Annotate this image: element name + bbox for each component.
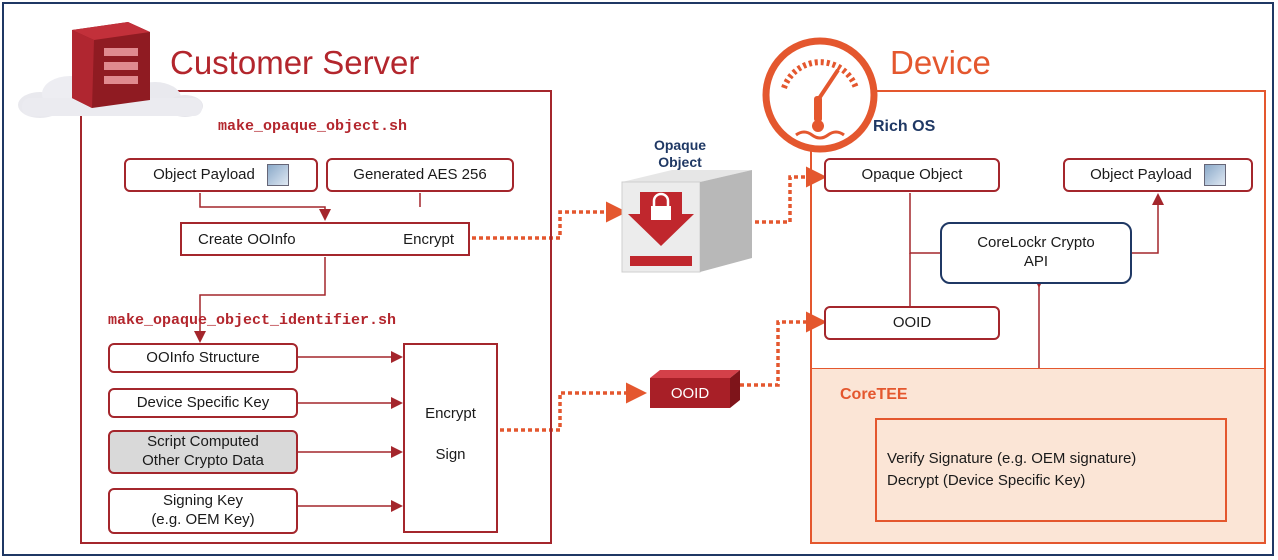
device-payload-icon — [1203, 164, 1226, 186]
server-title: Customer Server — [170, 44, 420, 81]
script-computed-line2: Other Crypto Data — [142, 452, 264, 469]
verify-box: Verify Signature (e.g. OEM signature) De… — [875, 418, 1227, 522]
api-to-payload-arrow — [1132, 193, 1164, 254]
generated-aes-box: Generated AES 256 — [326, 158, 514, 192]
ooid-chip-label: OOID — [670, 385, 710, 402]
payload-icon — [266, 164, 289, 186]
create-to-structure-arrow — [194, 257, 326, 343]
ooid-to-device-flow — [740, 311, 827, 387]
encrypt-sign-line2: Sign — [435, 446, 466, 463]
object-payload-label: Object Payload — [153, 165, 255, 183]
signing-key-box: Signing Key (e.g. OEM Key) — [108, 488, 298, 534]
rich-os-label: Rich OS — [873, 118, 936, 135]
encrypt-sign-box: Encrypt Sign — [403, 343, 498, 533]
crypto-api-line2: API — [1023, 253, 1049, 270]
signing-key-line2: (e.g. OEM Key) — [151, 511, 255, 528]
encrypt-to-opaque-flow — [472, 201, 627, 240]
opaque-object-caption: Opaque Object — [645, 137, 715, 171]
crypto-api-box: CoreLockr Crypto API — [940, 222, 1132, 284]
device-opaque-object-box: Opaque Object — [824, 158, 1000, 192]
object-payload-box: Object Payload — [124, 158, 318, 192]
script-label-opaque-object: make_opaque_object.sh — [218, 118, 408, 135]
ooinfo-structure-box: OOInfo Structure — [108, 343, 298, 373]
signing-key-line1: Signing Key — [162, 492, 244, 510]
verify-line1: Verify Signature (e.g. OEM signature) — [887, 450, 1137, 467]
device-specific-key-box: Device Specific Key — [108, 388, 298, 418]
encrypt-label: Encrypt — [403, 231, 454, 248]
server-container — [80, 90, 552, 544]
opaque-to-device-flow — [755, 166, 827, 224]
script-computed-box: Script Computed Other Crypto Data — [108, 430, 298, 474]
coretee-label: CoreTEE — [840, 386, 908, 403]
device-container — [810, 90, 1266, 544]
opaque-caption-line2: Object — [658, 153, 702, 170]
opaque-caption-line1: Opaque — [653, 137, 707, 153]
verify-line2: Decrypt (Device Specific Key) — [887, 471, 1086, 489]
sign-to-ooid-flow — [500, 382, 647, 432]
script-label-identifier: make_opaque_object_identifier.sh — [108, 312, 397, 329]
create-ooinfo-label: Create OOInfo — [198, 231, 296, 248]
encrypt-sign-line1: Encrypt — [425, 405, 476, 422]
device-title: Device — [890, 44, 991, 81]
script-computed-line1: Script Computed — [147, 433, 259, 451]
device-object-payload-box: Object Payload — [1063, 158, 1253, 192]
create-ooinfo-box: Create OOInfo Encrypt — [180, 222, 470, 256]
device-object-payload-label: Object Payload — [1090, 165, 1192, 183]
payload-to-create-arrow — [199, 193, 331, 221]
device-ooid-box: OOID — [824, 306, 1000, 340]
crypto-api-line1: CoreLockr Crypto — [977, 234, 1095, 252]
